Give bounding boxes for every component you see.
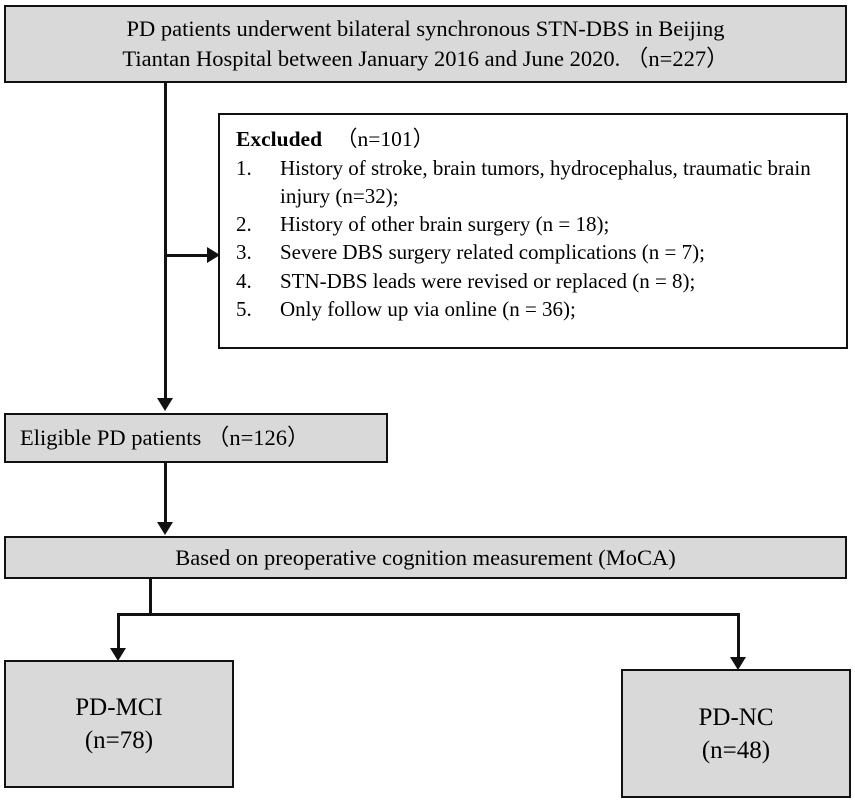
excluded-count: （n=101） <box>336 127 435 151</box>
list-item: 1. History of stroke, brain tumors, hydr… <box>236 155 834 210</box>
arrowhead-enrollment-to-eligible <box>157 398 173 411</box>
list-item-number: 3. <box>236 240 252 265</box>
connector-enrollment-to-eligible <box>164 83 167 399</box>
excluded-criteria-list: 1. History of stroke, brain tumors, hydr… <box>234 155 834 323</box>
list-item: 3. Severe DBS surgery related complicati… <box>236 239 834 266</box>
pd-mci-count: (n=78) <box>84 727 154 754</box>
arrowhead-to-pd-mci <box>110 648 126 661</box>
pd-mci-text: PD-MCI (n=78) <box>75 691 163 757</box>
connector-to-excluded <box>164 254 212 257</box>
list-item-text: History of other brain surgery (n = 18); <box>280 211 610 236</box>
arrowhead-eligible-to-measurement <box>157 522 173 535</box>
connector-to-pd-mci <box>117 613 120 650</box>
enrollment-line-2: Tiantan Hospital between January 2016 an… <box>122 46 729 71</box>
node-eligible: Eligible PD patients （n=126） <box>4 413 388 463</box>
list-item: 2. History of other brain surgery (n = 1… <box>236 211 834 238</box>
list-item: 4. STN-DBS leads were revised or replace… <box>236 268 834 295</box>
measurement-label: Based on preoperative cognition measurem… <box>175 544 676 570</box>
list-item-text: Severe DBS surgery related complications… <box>280 240 705 265</box>
list-item-number: 4. <box>236 268 252 293</box>
list-item-text: History of stroke, brain tumors, hydroce… <box>280 156 811 208</box>
node-measurement: Based on preoperative cognition measurem… <box>4 536 847 579</box>
list-item-number: 5. <box>236 296 252 321</box>
node-pd-nc: PD-NC (n=48) <box>621 669 851 798</box>
enrollment-text: PD patients underwent bilateral synchron… <box>122 14 728 73</box>
list-item-number: 1. <box>236 156 252 181</box>
node-enrollment: PD patients underwent bilateral synchron… <box>4 5 847 83</box>
eligible-label: Eligible PD patients （n=126） <box>20 425 310 451</box>
enrollment-line-1: PD patients underwent bilateral synchron… <box>126 16 725 42</box>
excluded-heading-label: Excluded <box>236 127 323 151</box>
pd-nc-title: PD-NC <box>698 703 774 731</box>
arrowhead-to-pd-nc <box>730 657 746 670</box>
connector-split-stem <box>149 579 152 616</box>
list-item: 5. Only follow up via online (n = 36); <box>236 296 834 323</box>
arrowhead-to-excluded <box>207 247 220 263</box>
connector-eligible-to-measurement <box>164 463 167 523</box>
list-item-number: 2. <box>236 211 252 236</box>
excluded-heading: Excluded （n=101） <box>236 125 834 153</box>
node-pd-mci: PD-MCI (n=78) <box>4 660 234 788</box>
connector-split-bar <box>117 613 740 616</box>
list-item-text: Only follow up via online (n = 36); <box>280 296 576 321</box>
pd-nc-text: PD-NC (n=48) <box>698 701 773 767</box>
list-item-text: STN-DBS leads were revised or replaced (… <box>280 268 696 293</box>
pd-nc-count: (n=48) <box>701 736 771 764</box>
pd-mci-title: PD-MCI <box>75 694 163 721</box>
connector-to-pd-nc <box>737 613 740 659</box>
node-excluded: Excluded （n=101） 1. History of stroke, br… <box>218 113 848 349</box>
